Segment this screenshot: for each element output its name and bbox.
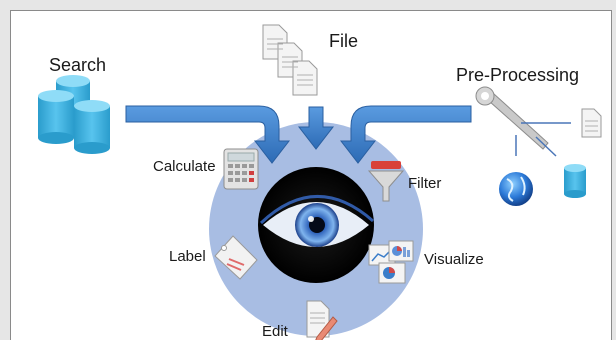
tag-icon [214, 235, 258, 280]
preprocessing-arrow [339, 105, 472, 164]
globe-icon [499, 172, 533, 206]
small-database-icon [564, 164, 586, 198]
calculator-icon [223, 148, 259, 190]
calculate-label: Calculate [153, 158, 216, 175]
filter-label: Filter [408, 175, 442, 192]
diagram-canvas [38, 24, 602, 340]
eye-icon [258, 167, 374, 283]
preprocessing-label: Pre-Processing [456, 65, 580, 85]
document-icon [581, 108, 602, 138]
database-icon [38, 75, 110, 154]
charts-icon [368, 240, 414, 284]
edit-label: Edit [262, 323, 288, 340]
file-label: File [329, 31, 359, 51]
search-arrow [125, 105, 291, 164]
funnel-icon [367, 161, 405, 202]
label-label: Label [169, 248, 206, 265]
wrench-icon [475, 86, 549, 150]
file-arrow [297, 106, 335, 150]
documents-icon [262, 24, 318, 96]
visualize-label: Visualize [424, 251, 484, 268]
pencil-document-icon [306, 300, 338, 340]
network-lines [515, 122, 571, 157]
search-label: Search [49, 55, 107, 75]
diagram-frame: Search File Pre-Processing Calculate Fil… [10, 10, 612, 340]
